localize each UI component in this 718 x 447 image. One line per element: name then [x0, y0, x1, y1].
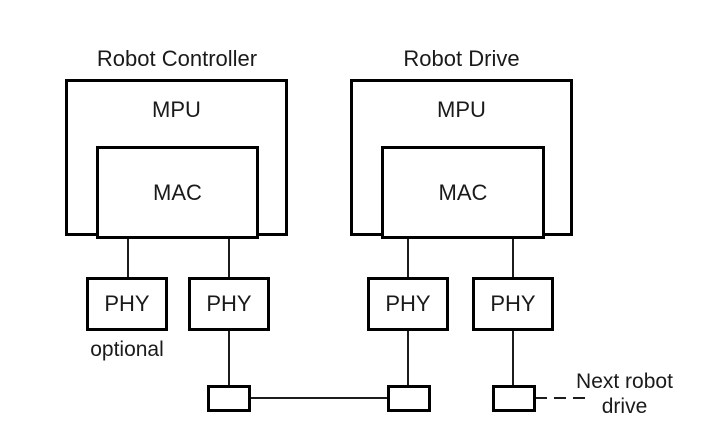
line-drive-mac-to-phy4 — [512, 236, 514, 278]
controller-phy-optional-box: PHY — [86, 277, 168, 331]
controller-mac-box: MAC — [96, 146, 259, 239]
drive-mpu-label: MPU — [437, 97, 486, 122]
drive-mac-label: MAC — [438, 179, 488, 205]
line-controller-mac-to-phy2 — [228, 236, 230, 278]
next-robot-drive-line2: drive — [601, 395, 648, 418]
optional-label: optional — [90, 338, 164, 361]
drive-phy-left-box: PHY — [367, 277, 449, 331]
line-connector1-to-connector2 — [250, 397, 388, 399]
line-phy4-to-connector3 — [512, 330, 514, 386]
line-drive-mac-to-phy3 — [407, 236, 409, 278]
drive-phy-left-label: PHY — [385, 291, 431, 316]
drive-mac-box: MAC — [381, 146, 545, 239]
controller-mac-label: MAC — [153, 179, 202, 205]
robot-drive-title: Robot Drive — [403, 46, 520, 71]
drive-phy-right-box: PHY — [472, 277, 554, 331]
line-phy3-to-connector2 — [407, 330, 409, 386]
connector1-box — [207, 385, 251, 412]
connector2-box — [387, 385, 431, 412]
next-robot-drive-line1: Next robot — [576, 370, 673, 393]
drive-phy-right-label: PHY — [490, 291, 536, 316]
line-controller-mac-to-phy1 — [127, 236, 129, 278]
robot-controller-title: Robot Controller — [96, 46, 258, 71]
controller-phy-box: PHY — [188, 277, 270, 331]
connector3-box — [492, 385, 536, 412]
controller-mpu-label: MPU — [152, 97, 201, 122]
dashed-line-to-next-robot-drive — [535, 397, 586, 399]
line-phy2-to-connector1 — [228, 330, 230, 386]
next-robot-drive-label: Next robot drive — [567, 369, 682, 419]
controller-phy-optional-label: PHY — [104, 291, 150, 316]
controller-phy-label: PHY — [206, 291, 252, 316]
